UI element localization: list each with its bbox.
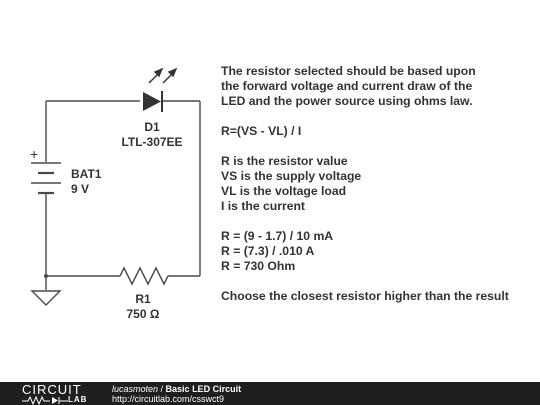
footer-bar: CIRCUIT LAB lucasmoten / Basic LED Circu… [0,382,540,405]
circuit-title[interactable]: Basic LED Circuit [165,384,242,394]
design-notes: The resistor selected should be based up… [221,64,536,304]
notes-line: R = (7.3) / .010 A [221,244,315,258]
circuit-schematic: + D1 LTL-307EE BAT1 9 V R1 750 Ω [30,67,201,321]
credit-separator: / [158,384,166,394]
notes-line: VS is the supply voltage [221,169,362,183]
logo-text-bottom: LAB [68,395,88,404]
notes-line: R = (9 - 1.7) / 10 mA [221,229,334,243]
notes-line: R=(VS - VL) / I [221,124,302,138]
battery-value: 9 V [71,182,89,196]
junction-dot [44,274,48,278]
diode-part-number: LTL-307EE [121,135,182,149]
footer-credit: lucasmoten / Basic LED Circuit [112,384,241,394]
battery-designator: BAT1 [71,167,102,181]
notes-line: VL is the voltage load [221,184,347,198]
notes-blank-line [221,139,536,154]
resistor-symbol [119,266,169,286]
ground-symbol [30,290,62,306]
battery-polarity: + [30,146,38,162]
notes-blank-line [221,214,536,229]
logo-wave-icon [22,396,68,405]
diode-designator: D1 [144,120,160,134]
circuitlab-logo[interactable]: CIRCUIT LAB [22,382,92,405]
notes-blank-line [221,274,536,289]
led-diode-symbol [143,67,178,112]
logo-text-top: CIRCUIT [22,382,82,397]
notes-line: the forward voltage and current draw of … [221,79,473,93]
notes-line: LED and the power source using ohms law. [221,94,473,108]
notes-line: The resistor selected should be based up… [221,64,476,78]
author-link[interactable]: lucasmoten [112,384,159,394]
circuit-url-link[interactable]: http://circuitlab.com/csswct9 [112,394,225,404]
notes-line: R is the resistor value [221,154,348,168]
battery-symbol [31,160,61,200]
notes-line: R = 730 Ohm [221,259,296,273]
resistor-designator: R1 [135,292,151,306]
notes-line: I is the current [221,199,305,213]
notes-blank-line [221,109,536,124]
notes-line: Choose the closest resistor higher than … [221,289,509,303]
resistor-value: 750 Ω [127,307,160,321]
